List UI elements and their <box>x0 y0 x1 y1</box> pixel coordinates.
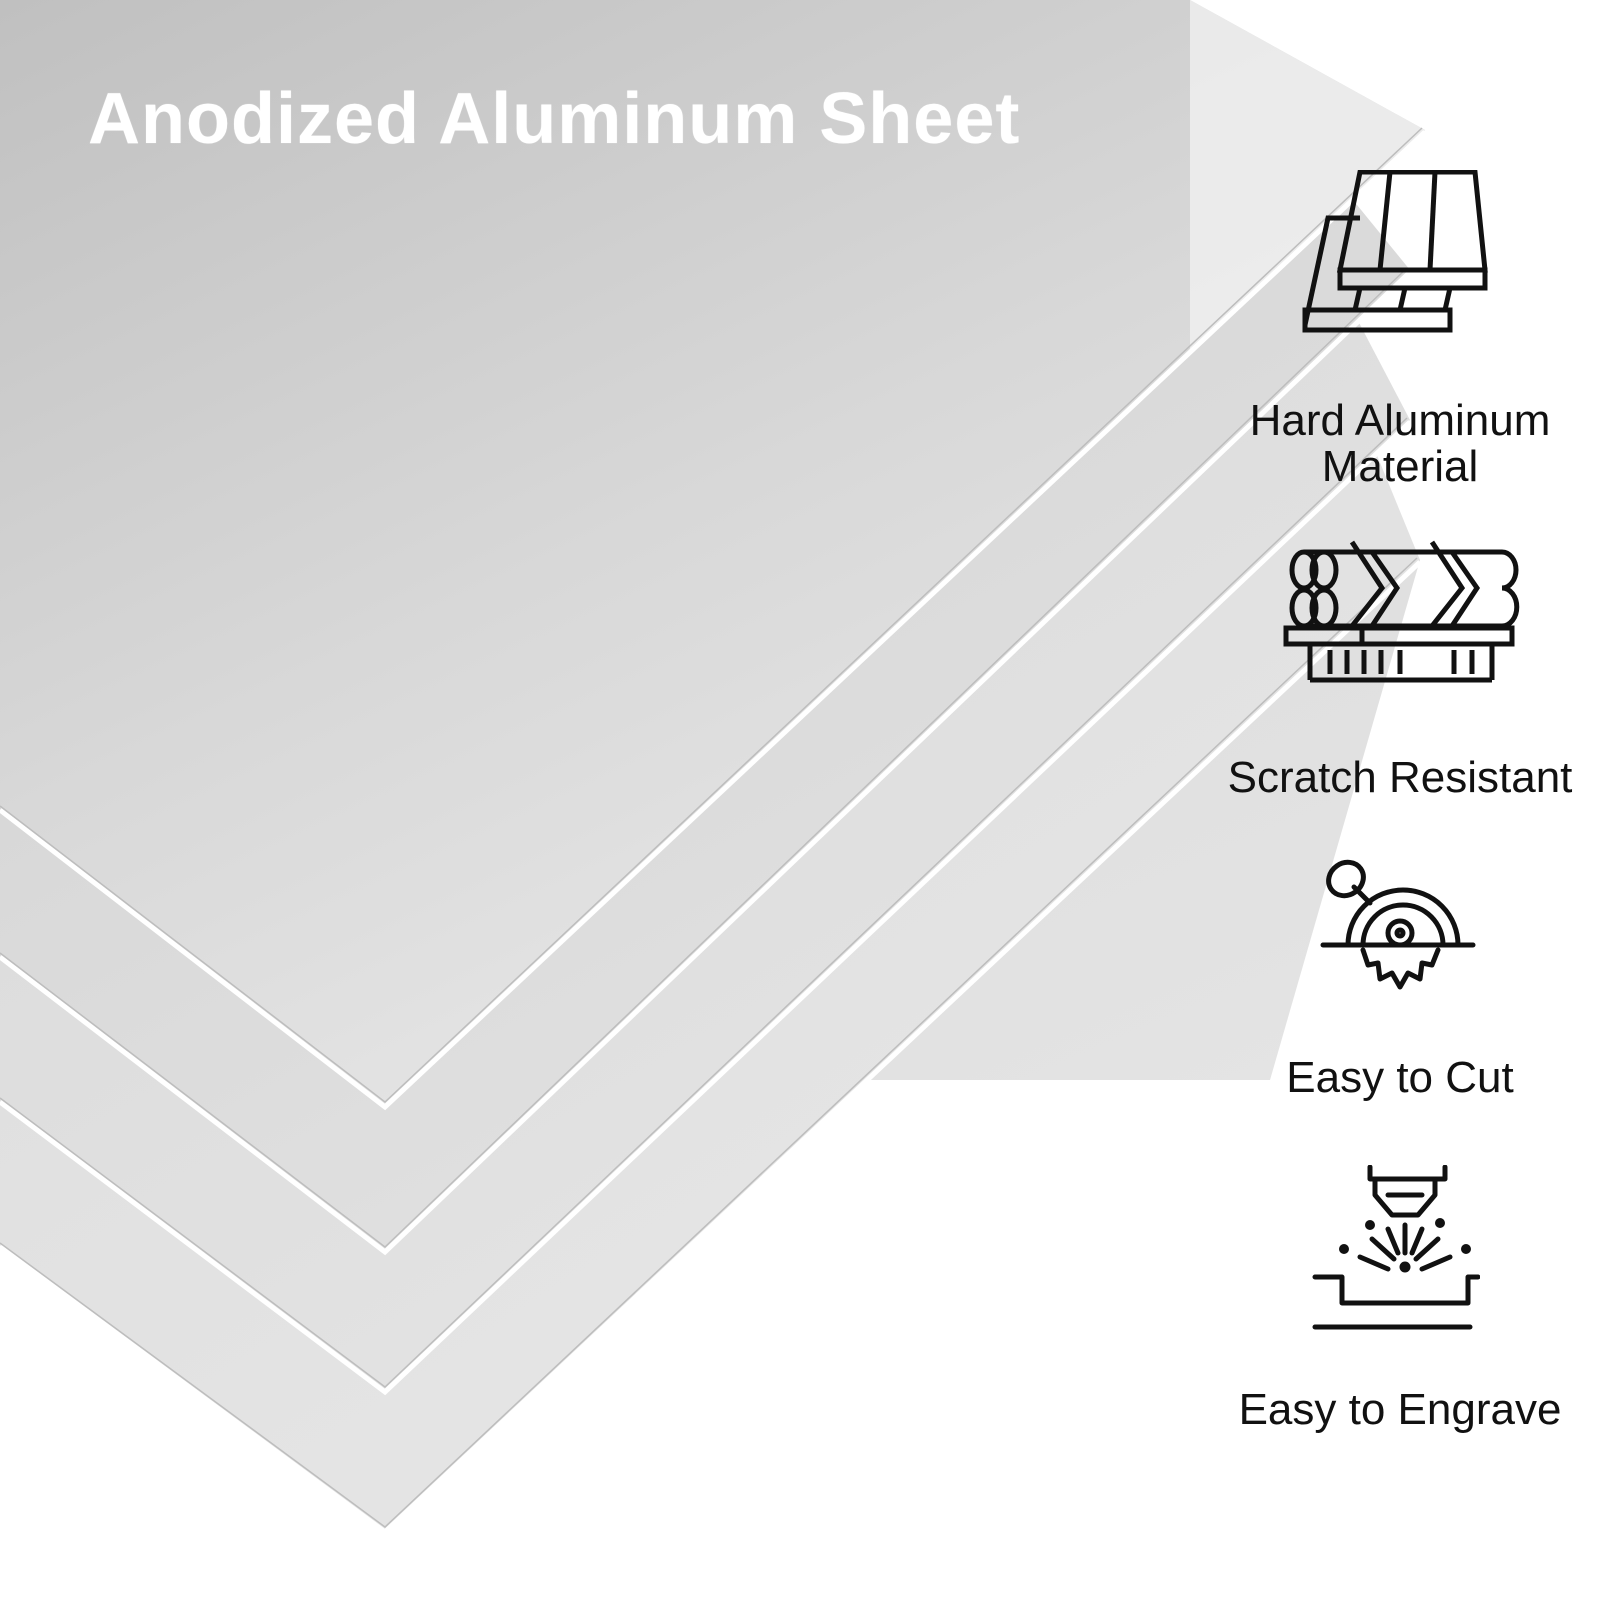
sheet-1 <box>0 0 1425 1105</box>
page-title: Anodized Aluminum Sheet <box>88 79 1021 159</box>
sheet-edges <box>0 130 1427 1536</box>
feature-label-hard-aluminum: Hard Aluminum Material <box>1249 396 1551 491</box>
logs-and-lumber-icon <box>1283 540 1520 683</box>
wood-planks-icon <box>1302 170 1488 333</box>
feature-label-easy-to-engrave: Easy to Engrave <box>1238 1385 1562 1434</box>
feature-label-scratch-resistant: Scratch Resistant <box>1227 753 1573 802</box>
sheet-1-edge-strip <box>1190 0 1425 350</box>
laser-engraver-icon <box>1312 1165 1480 1330</box>
circular-saw-icon <box>1320 859 1476 990</box>
feature-label-easy-to-cut: Easy to Cut <box>1286 1053 1514 1102</box>
